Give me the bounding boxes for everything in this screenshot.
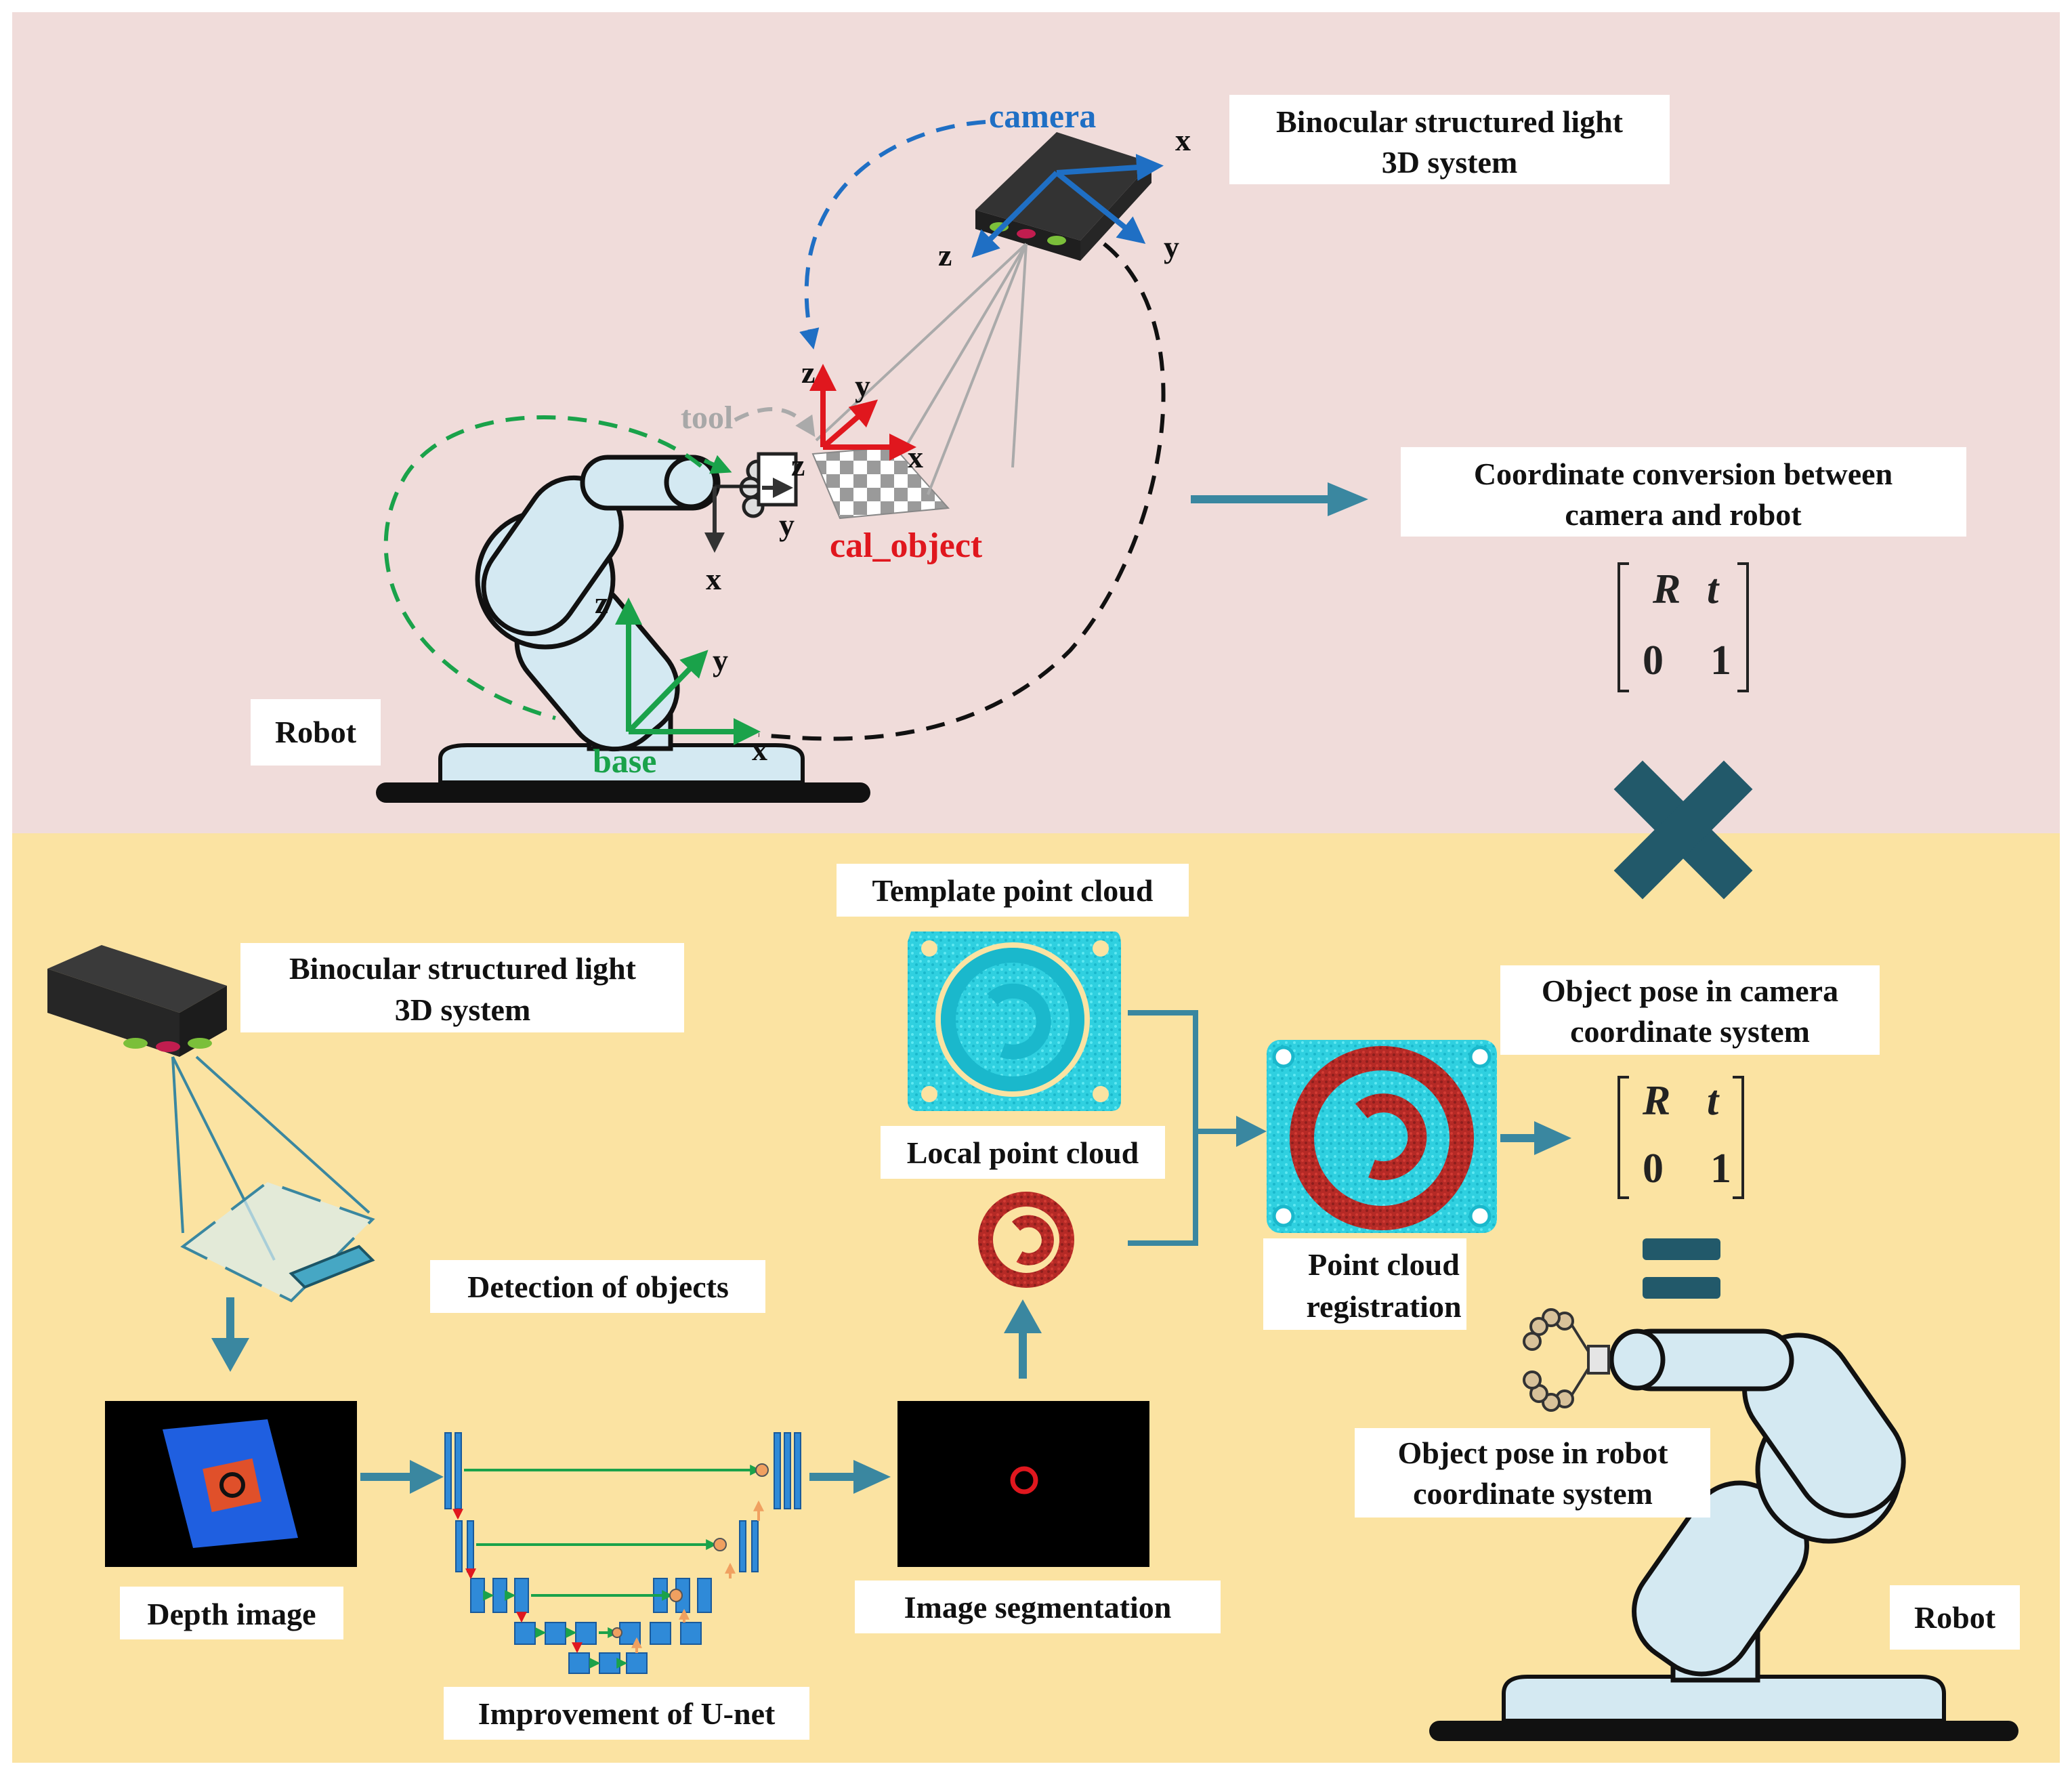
top-matrix: R t 0 1 xyxy=(1618,562,1749,692)
merge-arrowhead xyxy=(1236,1116,1267,1147)
seg-to-local-arrowhead xyxy=(1004,1299,1042,1333)
base-to-tool-loop-head xyxy=(703,455,732,474)
base-axes xyxy=(615,598,761,745)
top-panel-background xyxy=(12,12,2060,833)
camera-axis-y: y xyxy=(1164,230,1179,264)
camera-axis-z: z xyxy=(938,238,952,272)
top-right-arrowhead xyxy=(1328,482,1368,516)
svg-text:R: R xyxy=(1652,566,1680,612)
local-label-box xyxy=(881,1126,1165,1179)
cal-axis-z: z xyxy=(801,355,815,390)
bottom-camera-system-line2: 3D system xyxy=(395,992,531,1027)
local-label: Local point cloud xyxy=(907,1135,1139,1170)
camera-to-depth-arrowhead xyxy=(211,1338,249,1372)
unet-to-seg-arrowhead xyxy=(853,1460,891,1494)
segmentation-label: Image segmentation xyxy=(904,1590,1172,1625)
conversion-box xyxy=(1401,447,1966,537)
unet-diagram xyxy=(444,1432,801,1674)
top-camera-system-box xyxy=(1229,95,1670,184)
registration-to-pose-arrowhead xyxy=(1534,1121,1571,1155)
template-label-box xyxy=(837,864,1189,917)
bottom-camera-device xyxy=(47,945,227,1057)
detection-box xyxy=(430,1260,765,1313)
base-label: base xyxy=(593,742,656,780)
bottom-robot-arm xyxy=(1609,1328,1906,1683)
svg-text:1: 1 xyxy=(1710,1146,1731,1192)
bottom-robot-label-box xyxy=(1890,1585,2020,1650)
conversion-line1: Coordinate conversion between xyxy=(1474,457,1893,491)
depth-image-target xyxy=(203,1458,262,1512)
camera-axes xyxy=(971,154,1164,258)
multiply-icon xyxy=(1613,760,1753,900)
top-robot-label-box xyxy=(251,699,381,766)
segmentation-mask xyxy=(1010,1466,1038,1494)
tool-axis-y: y xyxy=(779,507,795,542)
tool-axis-x: x xyxy=(706,562,721,596)
detected-object-box xyxy=(289,1244,375,1289)
depth-label: Depth image xyxy=(147,1597,316,1631)
base-axis-x: x xyxy=(752,732,767,767)
merge-connector xyxy=(1128,1010,1240,1246)
camera-to-base-loop xyxy=(758,242,1166,741)
tool-axis-z: z xyxy=(791,448,805,482)
cal-object-axes xyxy=(809,364,916,461)
pose-robot-line1: Object pose in robot xyxy=(1397,1436,1668,1470)
cal-object-label: cal_object xyxy=(830,526,983,565)
pose-camera-line2: coordinate system xyxy=(1570,1014,1810,1049)
equals-icon xyxy=(1643,1238,1720,1299)
base-to-tool-loop xyxy=(383,415,702,720)
registration-result xyxy=(1267,1040,1497,1233)
svg-text:0: 0 xyxy=(1643,637,1664,684)
camera-label: camera xyxy=(989,97,1096,135)
pose-camera-label-box xyxy=(1500,965,1880,1055)
segmentation-label-box xyxy=(855,1581,1221,1633)
bottom-gripper xyxy=(1523,1308,1610,1412)
cal-axis-x: x xyxy=(908,440,923,474)
bottom-robot-floor xyxy=(1429,1721,2018,1741)
depth-image-target-center xyxy=(219,1472,245,1498)
top-robot-label: Robot xyxy=(275,715,357,749)
svg-text:1: 1 xyxy=(1710,637,1731,684)
conversion-line2: camera and robot xyxy=(1565,497,1802,532)
base-axis-y: y xyxy=(713,643,728,677)
top-camera-system-line1: Binocular structured light xyxy=(1276,104,1624,139)
top-camera-system-line2: 3D system xyxy=(1382,145,1518,180)
bottom-camera-system-line1: Binocular structured light xyxy=(289,951,637,986)
camera-axis-x: x xyxy=(1175,123,1191,157)
tool-dashed-arrow xyxy=(734,407,816,437)
template-label: Template point cloud xyxy=(872,873,1154,908)
svg-text:0: 0 xyxy=(1643,1146,1664,1192)
top-camera-device xyxy=(975,132,1151,261)
tool-axes xyxy=(704,478,793,553)
tool-label: tool xyxy=(681,400,733,436)
registration-line1: Point cloud xyxy=(1308,1247,1460,1282)
pose-robot-line2: coordinate system xyxy=(1413,1476,1653,1511)
detection-label: Detection of objects xyxy=(467,1270,729,1304)
svg-text:t: t xyxy=(1707,1078,1720,1124)
depth-label-box xyxy=(120,1587,343,1639)
base-axis-z: z xyxy=(595,585,608,620)
bottom-robot-pedestal xyxy=(1502,1675,1946,1723)
bottom-camera-system-box xyxy=(240,943,684,1032)
pose-robot-label-box xyxy=(1355,1428,1710,1518)
unet-label: Improvement of U-net xyxy=(478,1696,776,1731)
registration-line2: registration xyxy=(1306,1289,1461,1324)
top-robot-floor xyxy=(376,782,870,803)
template-point-cloud xyxy=(908,932,1121,1111)
cal-axis-y: y xyxy=(855,369,870,403)
bottom-robot-label: Robot xyxy=(1914,1600,1996,1635)
unet-label-box xyxy=(444,1687,809,1740)
svg-text:R: R xyxy=(1642,1078,1670,1124)
bottom-matrix: R t 0 1 xyxy=(1618,1076,1744,1199)
local-point-cloud xyxy=(978,1192,1074,1288)
bottom-camera-projection xyxy=(171,1055,375,1303)
pose-camera-line1: Object pose in camera xyxy=(1542,974,1838,1008)
segmentation-image xyxy=(897,1401,1149,1567)
depth-to-unet-arrowhead xyxy=(410,1460,444,1494)
top-robot-pedestal xyxy=(438,743,805,784)
svg-text:t: t xyxy=(1707,566,1720,612)
camera-to-cal-loop xyxy=(799,120,986,350)
registration-label-box xyxy=(1263,1238,1466,1330)
